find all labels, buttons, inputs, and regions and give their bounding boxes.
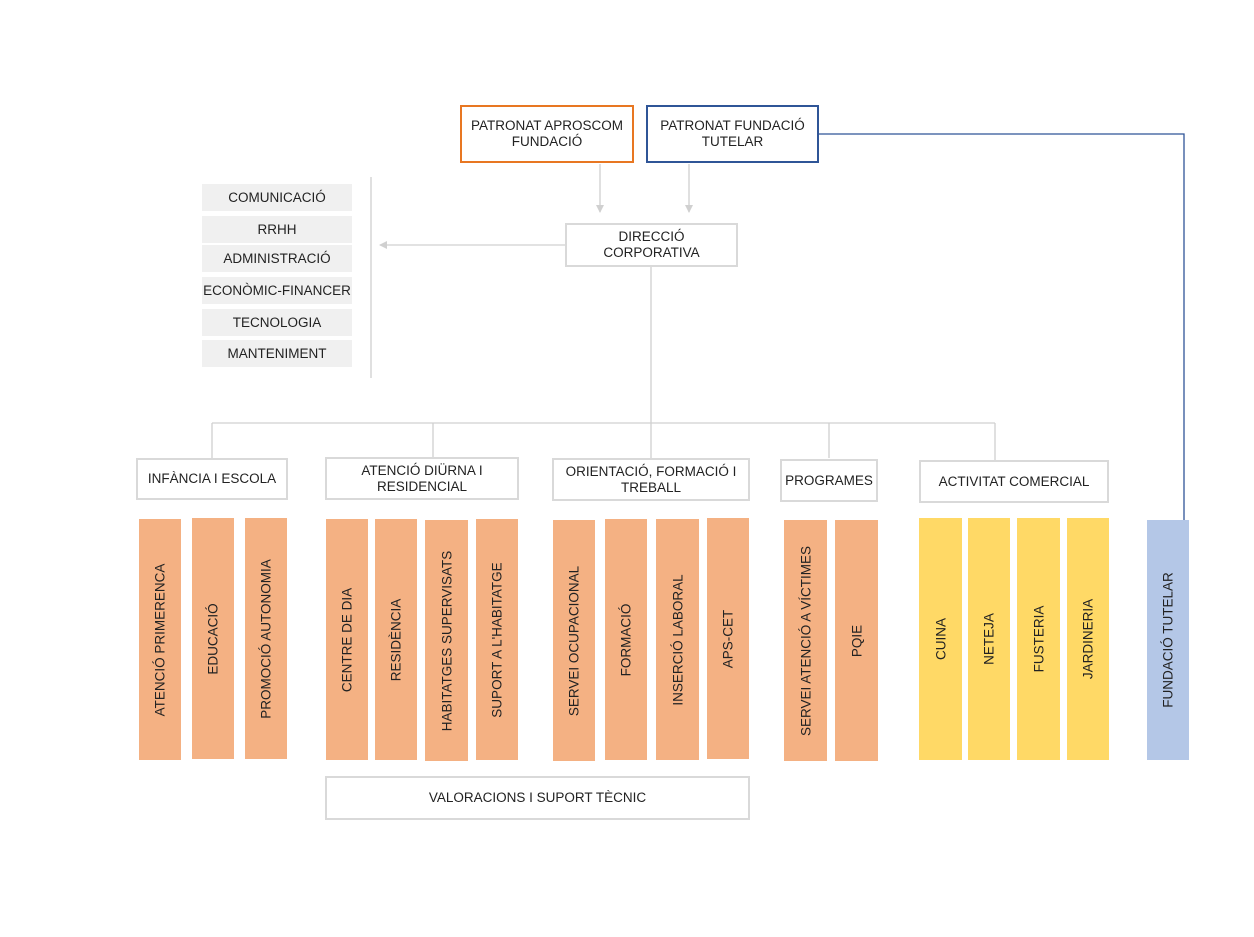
service-label: SERVEI ATENCIÓ A VÍCTIMES bbox=[798, 545, 813, 736]
service-jardineria: JARDINERIA bbox=[1067, 518, 1109, 760]
service-promocio-autonomia: PROMOCIÓ AUTONOMIA bbox=[245, 518, 287, 759]
service-label: SUPORT A L'HABITATGE bbox=[489, 561, 505, 718]
service-label: INSERCIÓ LABORAL bbox=[670, 573, 685, 706]
service-fusteria: FUSTERIA bbox=[1017, 518, 1060, 760]
service-cuina: CUINA bbox=[919, 518, 962, 760]
tutelar-connector bbox=[819, 133, 1185, 520]
direccio-corporativa-box: DIRECCIÓ CORPORATIVA bbox=[565, 223, 738, 267]
side-unit-rrhh: RRHH bbox=[202, 216, 352, 243]
area-programes-label: PROGRAMES bbox=[785, 472, 873, 488]
service-label: APS-CET bbox=[720, 609, 736, 668]
service-label: JARDINERIA bbox=[1080, 598, 1096, 680]
patronat-aproscom-label: PATRONAT APROSCOM FUNDACIÓ bbox=[470, 118, 624, 149]
patronat-tutelar-box: PATRONAT FUNDACIÓ TUTELAR bbox=[646, 105, 819, 163]
patronat-tutelar-label: PATRONAT FUNDACIÓ TUTELAR bbox=[660, 118, 805, 149]
service-label: EDUCACIÓ bbox=[205, 602, 221, 675]
service-servei-ocupacional: SERVEI OCUPACIONAL bbox=[553, 520, 595, 761]
service-educacio: EDUCACIÓ bbox=[192, 518, 234, 759]
side-unit-manteniment: MANTENIMENT bbox=[202, 340, 352, 367]
patronat-aproscom-box: PATRONAT APROSCOM FUNDACIÓ bbox=[460, 105, 634, 163]
service-label: CUINA bbox=[933, 617, 948, 661]
service-suport-habitatge: SUPORT A L'HABITATGE bbox=[476, 519, 518, 760]
service-label: FORMACIÓ bbox=[618, 603, 634, 676]
service-centre-de-dia: CENTRE DE DIA bbox=[326, 519, 368, 760]
area-orientacio-label: ORIENTACIÓ, FORMACIÓ I TREBALL bbox=[565, 463, 737, 495]
valoracions-box: VALORACIONS I SUPORT TÈCNIC bbox=[325, 776, 750, 820]
area-diurna-box: ATENCIÓ DIÜRNA I RESIDENCIAL bbox=[325, 457, 519, 500]
area-diurna-label: ATENCIÓ DIÜRNA I RESIDENCIAL bbox=[361, 462, 483, 494]
service-label: HABITATGES SUPERVISATS bbox=[439, 550, 454, 731]
service-formacio: FORMACIÓ bbox=[605, 519, 647, 760]
service-habitatges-supervisats: HABITATGES SUPERVISATS bbox=[425, 520, 468, 761]
service-atencio-victimes: SERVEI ATENCIÓ A VÍCTIMES bbox=[784, 520, 827, 761]
service-insercio-laboral: INSERCIÓ LABORAL bbox=[656, 519, 699, 760]
direccio-corporativa-label: DIRECCIÓ CORPORATIVA bbox=[603, 229, 700, 260]
side-unit-administracio: ADMINISTRACIÓ bbox=[202, 245, 352, 272]
area-programes-box: PROGRAMES bbox=[780, 459, 878, 502]
area-comercial-label: ACTIVITAT COMERCIAL bbox=[938, 473, 1090, 489]
service-label: FUSTERIA bbox=[1031, 605, 1046, 673]
valoracions-label: VALORACIONS I SUPORT TÈCNIC bbox=[428, 790, 647, 805]
side-unit-comunicacio: COMUNICACIÓ bbox=[202, 184, 352, 211]
service-label: NETEJA bbox=[981, 613, 997, 665]
service-neteja: NETEJA bbox=[968, 518, 1010, 760]
area-infancia-label: INFÀNCIA I ESCOLA bbox=[147, 471, 277, 486]
service-label: PQIE bbox=[849, 624, 864, 657]
service-label: RESIDÈNCIA bbox=[388, 598, 404, 681]
fundacio-tutelar-box: FUNDACIÓ TUTELAR bbox=[1147, 520, 1189, 760]
side-unit-economic-financer: ECONÒMIC-FINANCER bbox=[202, 277, 352, 304]
area-infancia-box: INFÀNCIA I ESCOLA bbox=[136, 458, 288, 500]
service-pqie: PQIE bbox=[835, 520, 878, 761]
area-comercial-box: ACTIVITAT COMERCIAL bbox=[919, 460, 1109, 503]
fundacio-tutelar-label: FUNDACIÓ TUTELAR bbox=[1160, 572, 1176, 708]
service-label: ATENCIÓ PRIMERENCA bbox=[152, 563, 168, 716]
area-orientacio-box: ORIENTACIÓ, FORMACIÓ I TREBALL bbox=[552, 458, 750, 501]
service-label: CENTRE DE DIA bbox=[339, 587, 355, 692]
side-unit-tecnologia: TECNOLOGIA bbox=[202, 309, 352, 336]
service-label: PROMOCIÓ AUTONOMIA bbox=[258, 558, 274, 719]
service-residencia: RESIDÈNCIA bbox=[375, 519, 417, 760]
service-aps-cet: APS-CET bbox=[707, 518, 749, 759]
service-label: SERVEI OCUPACIONAL bbox=[566, 565, 582, 716]
service-atencio-primerenca: ATENCIÓ PRIMERENCA bbox=[139, 519, 181, 760]
